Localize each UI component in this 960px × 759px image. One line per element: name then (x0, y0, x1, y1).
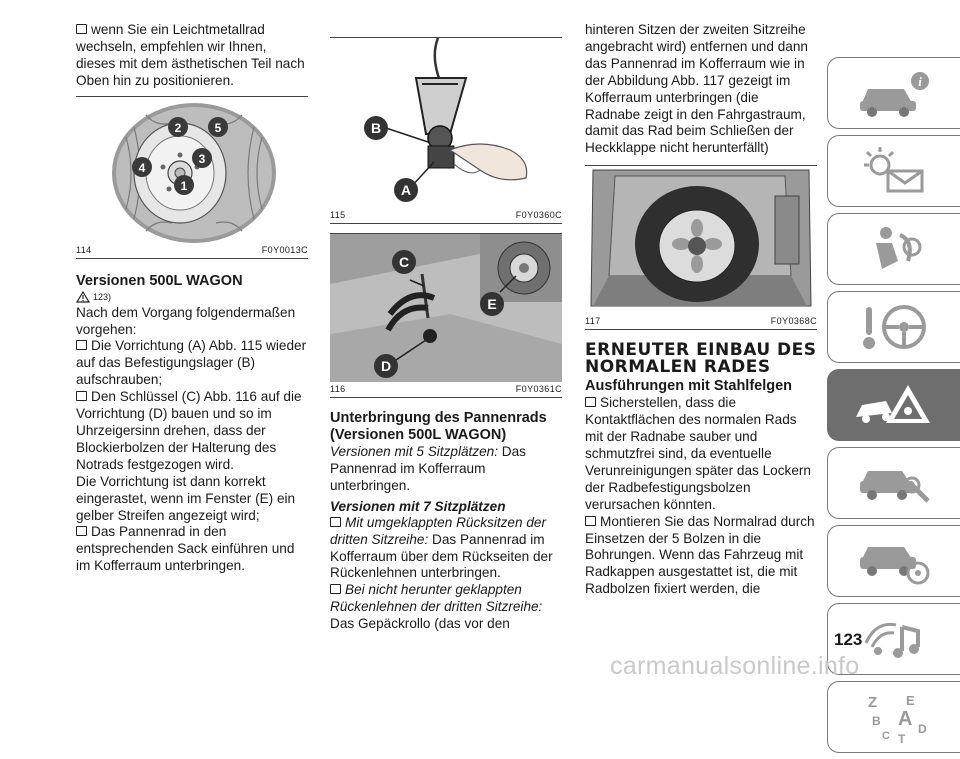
figure-label-3: 3 (199, 152, 206, 166)
paragraph-text: Das Pannenrad im Kofferraum unterbringen… (330, 444, 526, 493)
warning-number: 123) (93, 291, 112, 302)
italic-lead: Mit umgeklappten Rücksitzen der dritten … (330, 514, 546, 547)
paragraph: Nach dem Vorgang folgendermaßen vorgehen… (76, 304, 296, 337)
tab-maintenance[interactable] (827, 447, 960, 519)
bullet-item: Mit umgeklappten Rücksitzen der dritten … (330, 515, 562, 583)
footer-watermark: carmanualsonline.info (610, 652, 860, 680)
figure-label-4: 4 (139, 161, 146, 175)
bullet-item: Bei nicht herunter geklappten Rückenlehn… (330, 582, 562, 616)
figure-label-d: D (381, 358, 391, 374)
chapter-heading: ERNEUTER EINBAU DES NORMALEN RADES (585, 340, 817, 378)
tab-car-info[interactable]: i (827, 57, 960, 129)
index-letter: A (898, 708, 912, 730)
multimedia-icon (864, 622, 920, 658)
figure-label-c: C (399, 254, 409, 270)
index-letter: Z (868, 694, 877, 711)
italic-lead: Bei nicht herunter geklappten Rückenlehn… (330, 582, 543, 615)
figure-code: F0Y0360C (515, 210, 562, 220)
figure-code: F0Y0013C (261, 244, 308, 255)
section-heading: Versionen 500L WAGON (76, 272, 243, 289)
subsection-heading: Versionen mit 7 Sitzplätzen (330, 498, 506, 514)
figure-label-b: B (371, 120, 381, 136)
tab-technical-data[interactable] (827, 525, 960, 597)
bullet-item: Die Vorrichtung (A) Abb. 115 wieder auf … (76, 338, 307, 388)
section-heading: Unterbringung des Pannenrads (Versionen … (330, 410, 547, 443)
spare-wheel-key-illustration: C E D (330, 234, 562, 382)
page-number: 123 (834, 630, 863, 649)
figure-label-1: 1 (181, 179, 188, 193)
car-info-icon: i (860, 72, 929, 117)
italic-lead: Versionen mit 5 Sitzplätzen: (330, 444, 498, 459)
tab-safety[interactable] (827, 213, 960, 285)
bullet-text: Das Pannenrad im Kofferraum über dem Rüc… (330, 531, 553, 581)
airbag-safety-icon (876, 227, 922, 269)
figure-117 (585, 165, 817, 315)
bullet-item: Den Schlüssel (C) Abb. 116 auf die Vorri… (76, 389, 308, 474)
technical-data-icon (860, 547, 930, 585)
column-2: B A 115 F0Y0360C C E D (330, 37, 562, 633)
paragraph: Das Gepäckrollo (das vor den (330, 616, 510, 632)
spare-wheel-fixing-illustration: B A (364, 37, 528, 202)
index-letter: T (898, 732, 906, 745)
figure-caption: 114 F0Y0013C (76, 243, 308, 259)
figure-label-e: E (487, 296, 496, 312)
warning-triangle-icon (76, 290, 90, 303)
emergency-icon (856, 385, 930, 423)
tab-emergency[interactable] (827, 369, 960, 441)
warning-reference: 123) (76, 290, 308, 303)
wheel-illustration: 2 5 4 3 1 (112, 102, 276, 243)
tab-multimedia[interactable] (827, 603, 960, 675)
figure-114: 2 5 4 3 1 (76, 95, 308, 243)
column-1: wenn Sie ein Leichtmetallrad wechseln, e… (76, 22, 308, 575)
paragraph: hinteren Sitzen der zweiten Sitzreihe an… (585, 22, 808, 156)
bullet-item: Montieren Sie das Normalrad durch Einset… (585, 514, 817, 599)
figure-label-a: A (401, 182, 411, 198)
driving-steering-icon (863, 305, 926, 349)
figure-115: B A (330, 37, 562, 208)
index-letter: B (872, 714, 881, 728)
svg-text:i: i (918, 74, 922, 89)
paragraph: Die Vorrichtung ist dann korrekt eingera… (76, 473, 296, 523)
trunk-spare-wheel-illustration (585, 166, 817, 315)
figure-number: 114 (76, 244, 92, 255)
maintenance-icon (860, 471, 930, 503)
figure-caption: 116 F0Y0361C (330, 382, 562, 398)
index-icon: Z E A B C D T (868, 693, 927, 745)
figure-number: 115 (330, 210, 346, 220)
figure-code: F0Y0361C (515, 384, 562, 394)
figure-code: F0Y0368C (770, 316, 817, 327)
figure-number: 116 (330, 384, 346, 394)
figure-caption: 115 F0Y0360C (330, 208, 562, 224)
index-letter: E (906, 693, 915, 708)
warning-lights-icon (864, 147, 924, 193)
tab-warning-lights[interactable] (827, 135, 960, 207)
tab-index[interactable]: Z E A B C D T (827, 681, 960, 753)
index-letter: C (882, 730, 890, 742)
bullet-item: Das Pannenrad in den entsprechenden Sack… (76, 524, 308, 575)
figure-caption: 117 F0Y0368C (585, 314, 817, 331)
index-letter: D (918, 722, 927, 736)
paragraph: wenn Sie ein Leichtmetallrad wechseln, e… (76, 22, 308, 90)
bullet-item: Sicherstellen, dass die Kontaktflächen d… (585, 395, 817, 513)
figure-116: C E D (330, 233, 562, 382)
tab-driving[interactable] (827, 291, 960, 363)
column-3: hinteren Sitzen der zweiten Sitzreihe an… (585, 22, 817, 598)
figure-number: 117 (585, 316, 601, 327)
figure-label-2: 2 (175, 121, 182, 135)
figure-label-5: 5 (215, 121, 222, 135)
paragraph: Versionen mit 5 Sitzplätzen: Das Pannenr… (330, 444, 562, 495)
section-heading: Ausführungen mit Stahlfelgen (585, 378, 793, 395)
